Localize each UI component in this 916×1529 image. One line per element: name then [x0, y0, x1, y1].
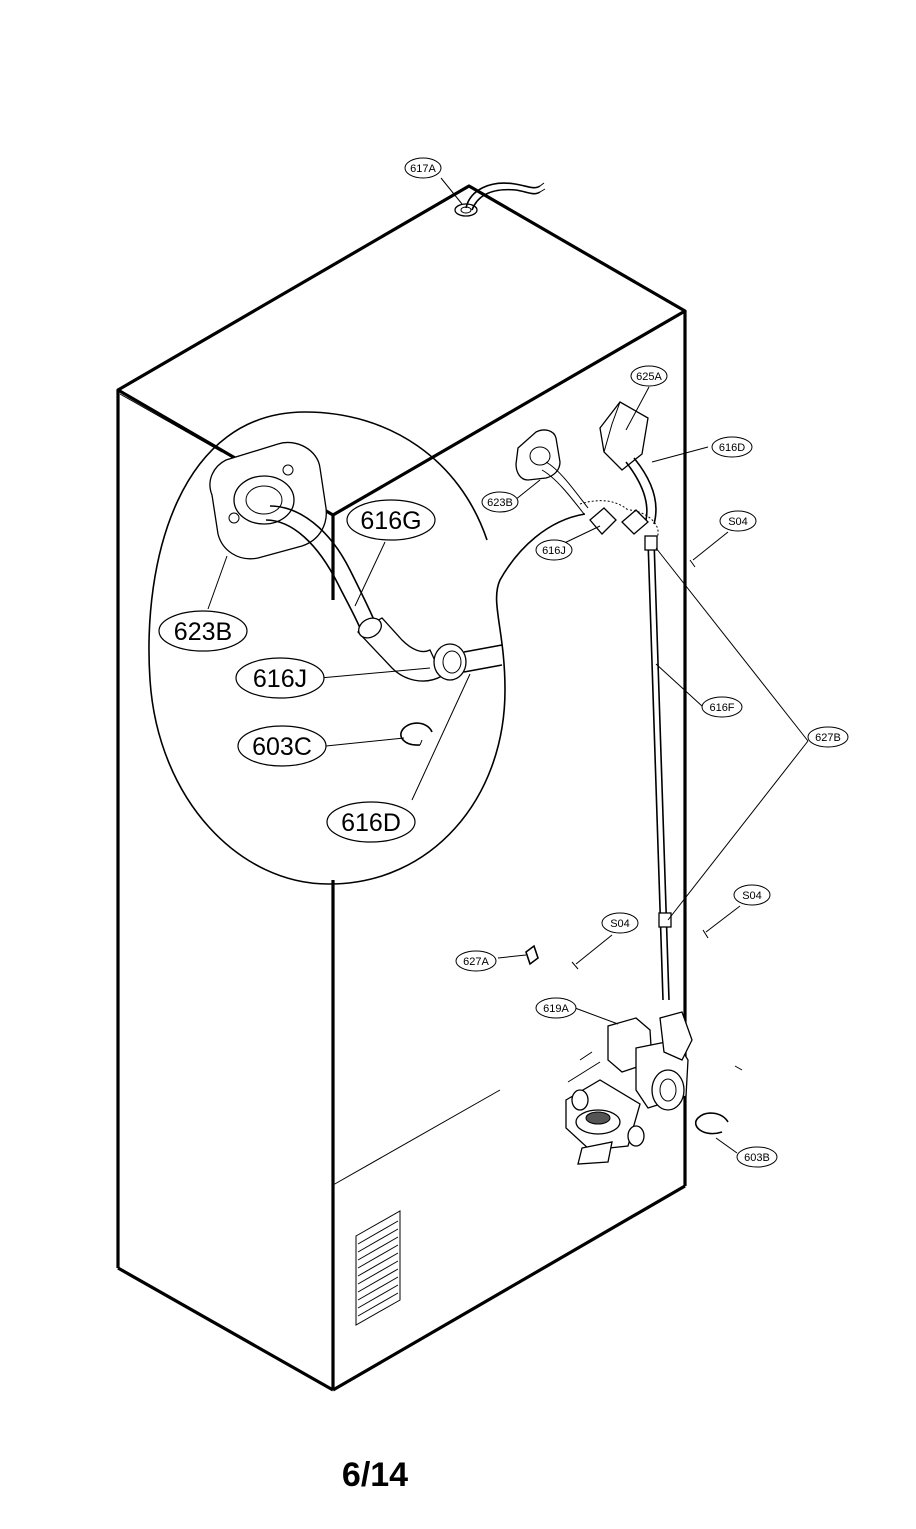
- callout-616g-text: 616G: [360, 507, 421, 535]
- callout-619a-text: 619A: [543, 1003, 569, 1015]
- callout-616d-text: 616D: [719, 442, 745, 454]
- callout-616g: 616G: [346, 499, 436, 541]
- inlet-hose: [454, 182, 546, 217]
- callout-616f: 616F: [701, 696, 743, 718]
- callout-617a: 617A: [404, 157, 442, 179]
- callout-627b-text: 627B: [815, 732, 841, 744]
- callout-616d: 616D: [711, 436, 753, 458]
- callout-623b-small-text: 623B: [487, 497, 513, 509]
- callout-s04-top-text: S04: [728, 516, 748, 528]
- callout-623b-small: 623B: [481, 491, 519, 513]
- vent-grille: [355, 1210, 401, 1326]
- callout-s04-right-text: S04: [742, 890, 762, 902]
- callout-603c-text: 603C: [252, 733, 312, 761]
- detail-bubble: [148, 411, 586, 885]
- callout-s04-right: S04: [733, 884, 771, 906]
- cabinet: [116, 184, 687, 1392]
- callout-623b-big: 623B: [158, 610, 248, 652]
- callout-s04-top: S04: [719, 510, 757, 532]
- water-line-assembly: [515, 401, 743, 1165]
- callout-625a-text: 625A: [636, 371, 662, 383]
- callout-616j-small-text: 616J: [542, 545, 566, 557]
- callout-s04-middle: S04: [601, 912, 639, 934]
- callout-616j-big-text: 616J: [253, 665, 307, 693]
- callout-616f-text: 616F: [709, 702, 734, 714]
- leader-lines: [207, 177, 809, 1154]
- callout-603b-text: 603B: [744, 1152, 770, 1164]
- callout-625a: 625A: [630, 365, 668, 387]
- callout-s04-middle-text: S04: [610, 918, 630, 930]
- callout-617a-text: 617A: [410, 163, 436, 175]
- callout-603b: 603B: [736, 1146, 778, 1168]
- callout-627b: 627B: [807, 726, 849, 748]
- callout-616j-small: 616J: [535, 539, 573, 561]
- callout-623b-big-text: 623B: [174, 618, 232, 646]
- callout-627a: 627A: [455, 950, 497, 972]
- callout-627a-text: 627A: [463, 956, 489, 968]
- page-number: 6/14: [341, 1456, 409, 1494]
- callout-603c: 603C: [237, 725, 327, 767]
- callout-619a: 619A: [535, 997, 577, 1019]
- callout-616j-big: 616J: [235, 657, 325, 699]
- callout-616d-big-text: 616D: [341, 809, 401, 837]
- callout-616d-big: 616D: [326, 801, 416, 843]
